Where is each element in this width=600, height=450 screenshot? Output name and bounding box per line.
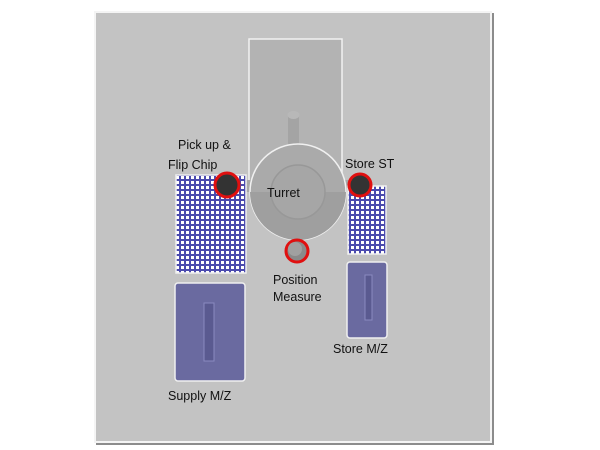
store-st-label: Store ST [345, 157, 395, 171]
pickup-label-line1: Pick up & [178, 138, 231, 152]
top-nozzle-arm [288, 112, 299, 148]
supply-magazine-slot [203, 302, 215, 362]
position-label-line1: Position [273, 273, 318, 287]
supply-mz-label: Supply M/Z [168, 389, 232, 403]
position-label-line2: Measure [273, 290, 322, 304]
pickup-label-line2: Flip Chip [168, 158, 218, 172]
pickup-nozzle-icon[interactable] [213, 171, 241, 199]
store-mz-label: Store M/Z [333, 342, 388, 356]
turret-label: Turret [267, 186, 300, 200]
turret-hub [270, 164, 326, 220]
top-nozzle-cap [287, 111, 300, 119]
store-magazine-slot [364, 274, 373, 321]
store-nozzle-icon[interactable] [347, 172, 373, 198]
store-tray[interactable] [347, 185, 387, 255]
